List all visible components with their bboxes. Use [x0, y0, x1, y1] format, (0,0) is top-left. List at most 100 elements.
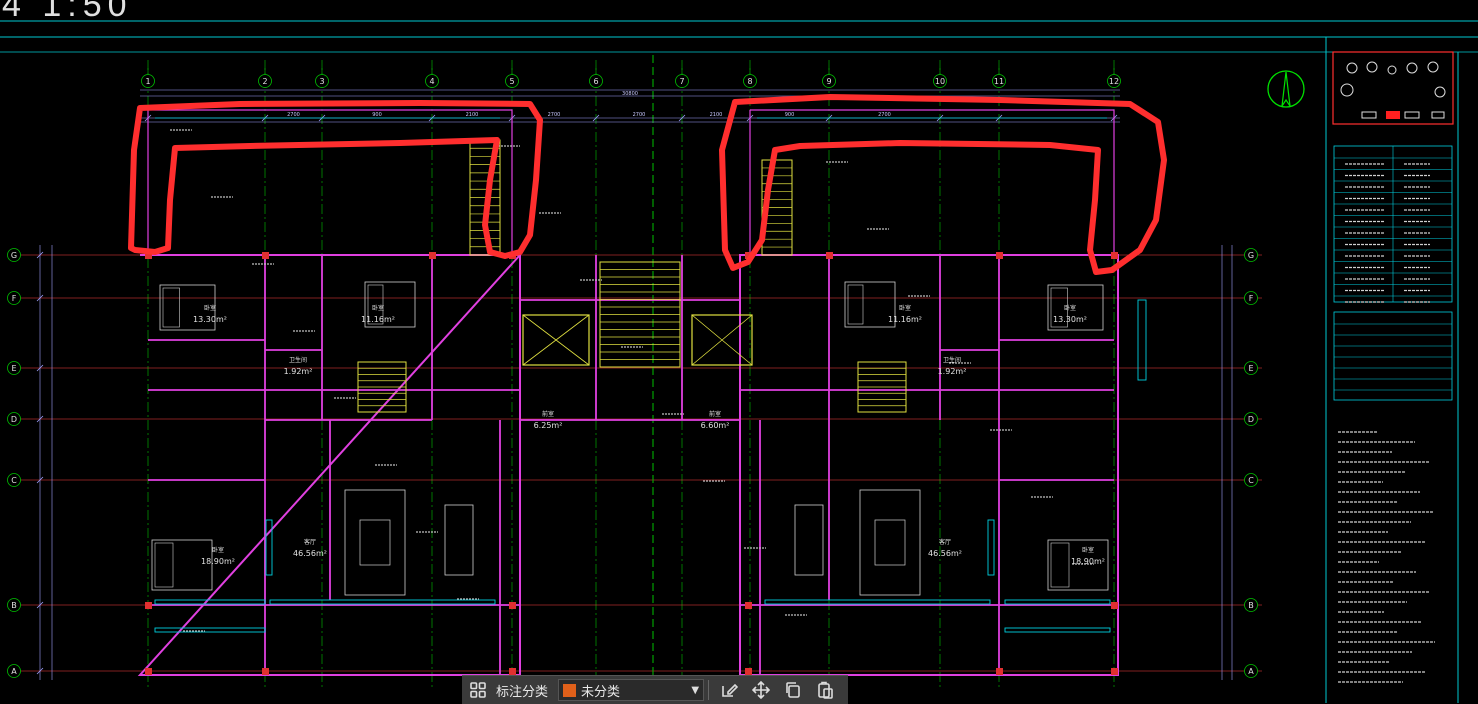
dimension-text: 2700: [287, 112, 300, 118]
axis-bubble-label: 10: [935, 77, 945, 86]
axis-bubble-label: B: [11, 601, 17, 610]
dimension-tick: [36, 294, 44, 302]
axis-bubble-label: 9: [826, 77, 831, 86]
axis-bubble: [505, 74, 519, 88]
move-button[interactable]: [745, 676, 777, 704]
window: [764, 599, 991, 605]
axis-bubble: [1244, 473, 1258, 487]
axis-bubble-label: G: [1248, 251, 1254, 260]
elevator-cross: [522, 314, 590, 366]
bed: [364, 281, 416, 328]
column: [509, 602, 516, 609]
axis-bubble-label: C: [11, 476, 17, 485]
axis-bubble: [933, 74, 947, 88]
room-area: 18.90m²: [1071, 557, 1105, 566]
axis-bubble: [1244, 598, 1258, 612]
column: [145, 252, 152, 259]
axis-bubble-label: 7: [679, 77, 684, 86]
room-area: 1.92m²: [284, 367, 313, 376]
axis-bubble: [743, 74, 757, 88]
axis-bubble: [141, 74, 155, 88]
dimension-text: 2700: [878, 112, 891, 118]
axis-bubble: [315, 74, 329, 88]
room-name: 前室: [542, 410, 554, 418]
edit-button[interactable]: [713, 676, 745, 704]
category-color-swatch: [563, 683, 577, 697]
category-dropdown[interactable]: 未分类 ▼: [558, 679, 705, 701]
paste-icon: [818, 681, 833, 699]
pillow: [1050, 542, 1070, 588]
axis-bubble: [1244, 248, 1258, 262]
axis-bubble-label: B: [1248, 601, 1254, 610]
title-block: [1333, 145, 1453, 683]
chevron-down-icon: ▼: [691, 684, 700, 696]
total-dimension-text: 30800: [622, 91, 638, 97]
room-name: 卧室: [1064, 304, 1076, 312]
dimension-tick: [592, 114, 600, 122]
axis-bubble: [1107, 74, 1121, 88]
room-name: 卧室: [372, 304, 384, 312]
markup-annotation-left: [128, 100, 543, 259]
dimension-text: 900: [785, 112, 795, 118]
column: [996, 252, 1003, 259]
column: [1111, 668, 1118, 675]
axis-bubble: [1244, 291, 1258, 305]
room-name: 客厅: [939, 538, 951, 546]
grid-apps-button[interactable]: [462, 676, 494, 704]
column: [145, 668, 152, 675]
bed: [151, 539, 213, 591]
bed: [844, 281, 896, 328]
column: [509, 668, 516, 675]
room-labels: 卧室13.30m²卧室11.16m²卫生间1.92m²卧室11.16m²卫生间1…: [193, 304, 1105, 566]
dimension-tick: [36, 476, 44, 484]
axis-bubble-label: 2: [262, 77, 267, 86]
move-icon: [752, 681, 771, 699]
dimension-tick: [36, 415, 44, 423]
dimension-tick: [36, 251, 44, 259]
axis-bubble-label: D: [1248, 415, 1254, 424]
room-area: 13.30m²: [1053, 315, 1087, 324]
paste-button[interactable]: [809, 676, 841, 704]
axis-bubble: [822, 74, 836, 88]
axis-bubble-label: 3: [319, 77, 324, 86]
axis-bubble: [7, 291, 21, 305]
axis-bubble-label: 12: [1109, 77, 1119, 86]
bed: [159, 284, 216, 331]
axis-bubble-label: 8: [747, 77, 752, 86]
column: [262, 668, 269, 675]
axis-bubble: [675, 74, 689, 88]
column: [745, 602, 752, 609]
axis-bubble: [7, 664, 21, 678]
bed: [1047, 284, 1104, 331]
axis-bubble-label: G: [11, 251, 17, 260]
column: [429, 252, 436, 259]
axis-bubble: [7, 361, 21, 375]
axis-bubble-label: 11: [994, 77, 1004, 86]
dimension-tick: [678, 114, 686, 122]
column: [745, 668, 752, 675]
coffee-table: [359, 519, 391, 566]
category-dropdown-value: 未分类: [581, 684, 621, 700]
dimension-text: 2100: [710, 112, 723, 118]
elevator-cross: [691, 314, 753, 366]
axis-bubble: [1244, 664, 1258, 678]
axis-bubble: [1244, 361, 1258, 375]
sofa-set: [859, 489, 921, 596]
room-name: 前室: [709, 410, 721, 418]
grid-apps-icon: [470, 682, 486, 698]
dimension-tick: [36, 601, 44, 609]
copy-button[interactable]: [777, 676, 809, 704]
sofa-set: [344, 489, 406, 596]
axis-bubble-label: C: [1248, 476, 1254, 485]
room-area: 11.16m²: [888, 315, 922, 324]
pillow: [162, 287, 180, 328]
axis-bubble-label: E: [11, 364, 16, 373]
toolbar-divider: [708, 680, 710, 700]
north-arrow-icon: [1267, 70, 1305, 108]
markup-annotation-right: [719, 94, 1167, 275]
annotation-category-label: 标注分类: [496, 684, 549, 700]
room-name: 卧室: [1082, 546, 1094, 554]
axis-bubble: [1244, 412, 1258, 426]
